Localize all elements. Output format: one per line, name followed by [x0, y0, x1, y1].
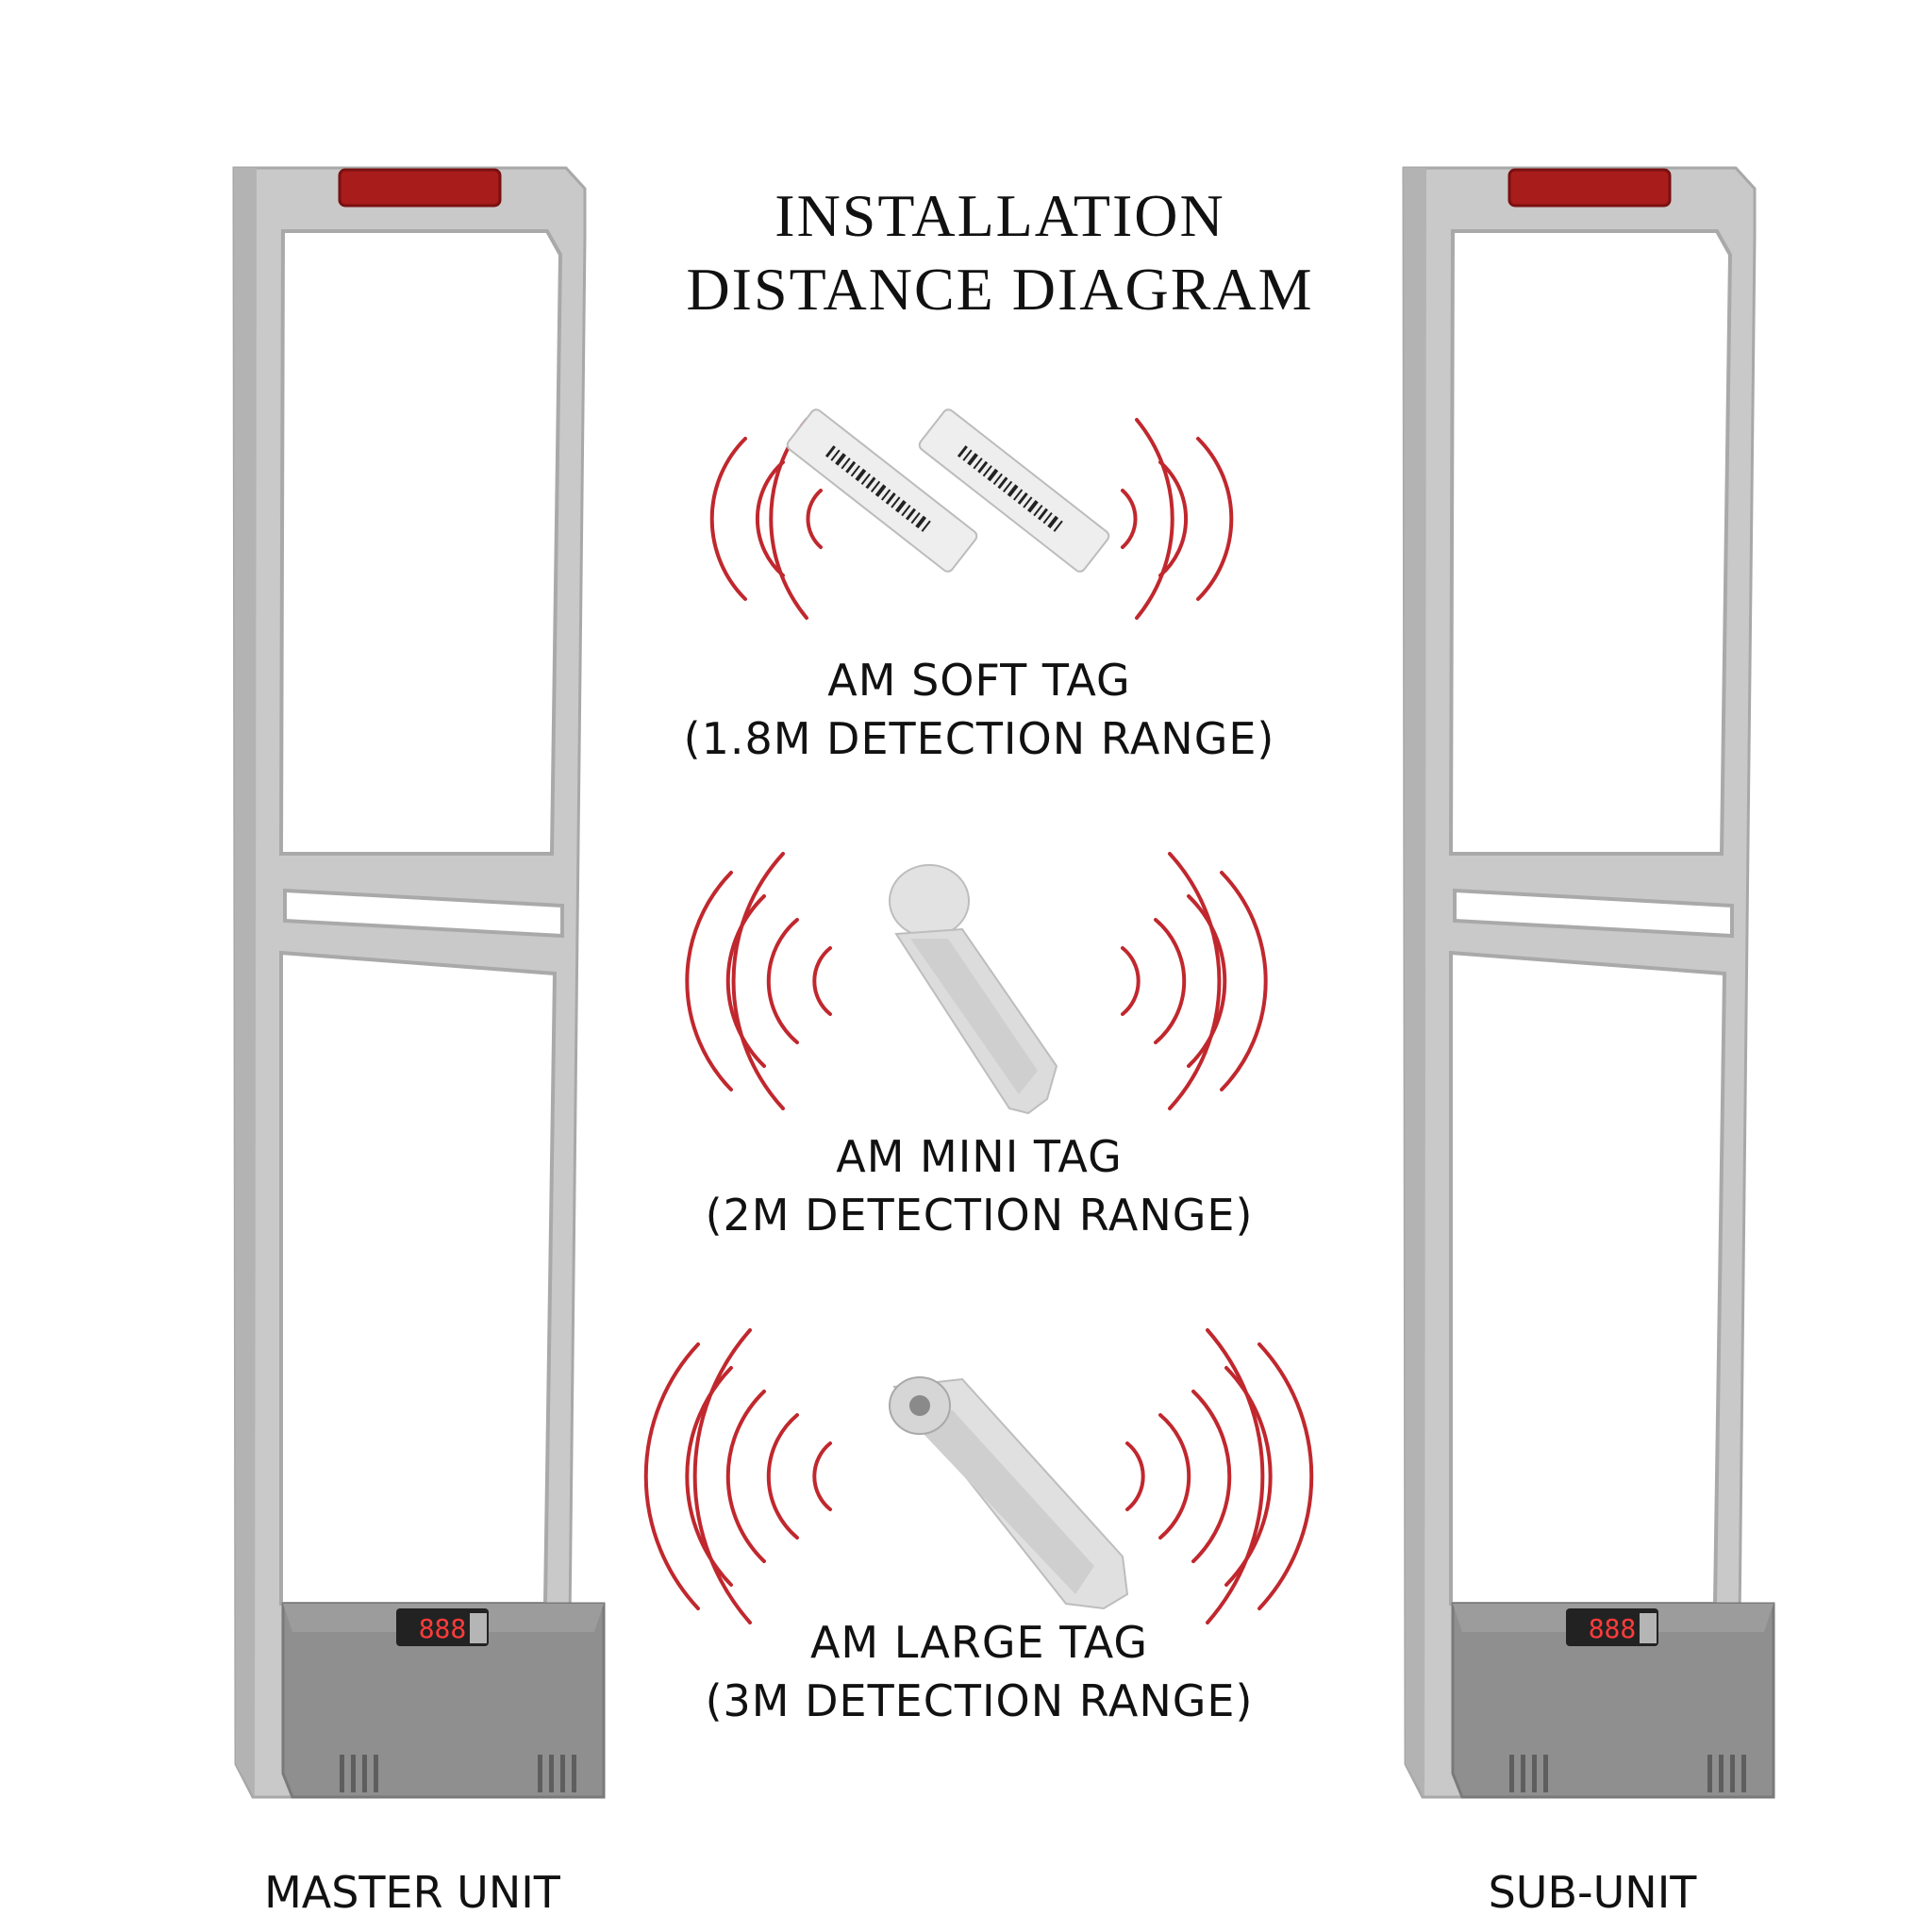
mini-tag-name: AM MINI TAG: [836, 1131, 1123, 1182]
large-tag-name: AM LARGE TAG: [809, 1617, 1149, 1668]
sub-unit-base: 888: [1451, 1602, 1775, 1799]
master-led-button: [470, 1613, 487, 1643]
soft-tag-label-1: [786, 408, 978, 573]
sub-led-display: [1566, 1608, 1658, 1646]
mini-tag-body: [889, 864, 1058, 1115]
master-unit-frame: [232, 166, 587, 1799]
sub-led-readout: 888: [1589, 1613, 1637, 1644]
master-led-readout: 888: [419, 1613, 467, 1644]
mini-tag-caption: AM MINI TAG (2M DETECTION RANGE): [555, 1127, 1404, 1244]
soft-tag-caption: AM SOFT TAG (1.8M DETECTION RANGE): [555, 651, 1404, 768]
sub-vent-left: [1509, 1755, 1548, 1792]
soft-tag-label-2: [918, 408, 1110, 573]
title-line-2: DISTANCE DIAGRAM: [686, 256, 1314, 323]
soft-tag-name: AM SOFT TAG: [827, 655, 1131, 706]
master-unit-base: 888: [281, 1602, 606, 1799]
mini-tag-waves-left: [685, 852, 832, 1110]
sub-alarm-light: [1507, 168, 1672, 208]
master-vent-right: [538, 1755, 576, 1792]
sub-vent-right: [1707, 1755, 1746, 1792]
title-line-1: INSTALLATION: [774, 182, 1225, 249]
diagram-title: INSTALLATION DISTANCE DIAGRAM: [528, 179, 1472, 326]
soft-tag-range: (1.8M DETECTION RANGE): [683, 713, 1275, 764]
large-tag-waves-right: [1125, 1328, 1314, 1624]
large-tag-caption: AM LARGE TAG (3M DETECTION RANGE): [555, 1613, 1404, 1730]
large-tag-body: [889, 1376, 1129, 1610]
mini-tag-range: (2M DETECTION RANGE): [705, 1190, 1254, 1241]
soft-tag-waves-right: [1121, 418, 1234, 620]
master-led-display: [396, 1608, 489, 1646]
master-vent-left: [340, 1755, 378, 1792]
mini-tag-waves-right: [1121, 852, 1268, 1110]
large-tag-waves-left: [643, 1328, 832, 1624]
master-unit-label: MASTER UNIT: [264, 1867, 560, 1918]
sub-unit-label: SUB-UNIT: [1488, 1867, 1697, 1918]
sub-led-button: [1640, 1613, 1657, 1643]
large-tag-range: (3M DETECTION RANGE): [705, 1675, 1254, 1726]
master-alarm-light: [338, 168, 502, 208]
